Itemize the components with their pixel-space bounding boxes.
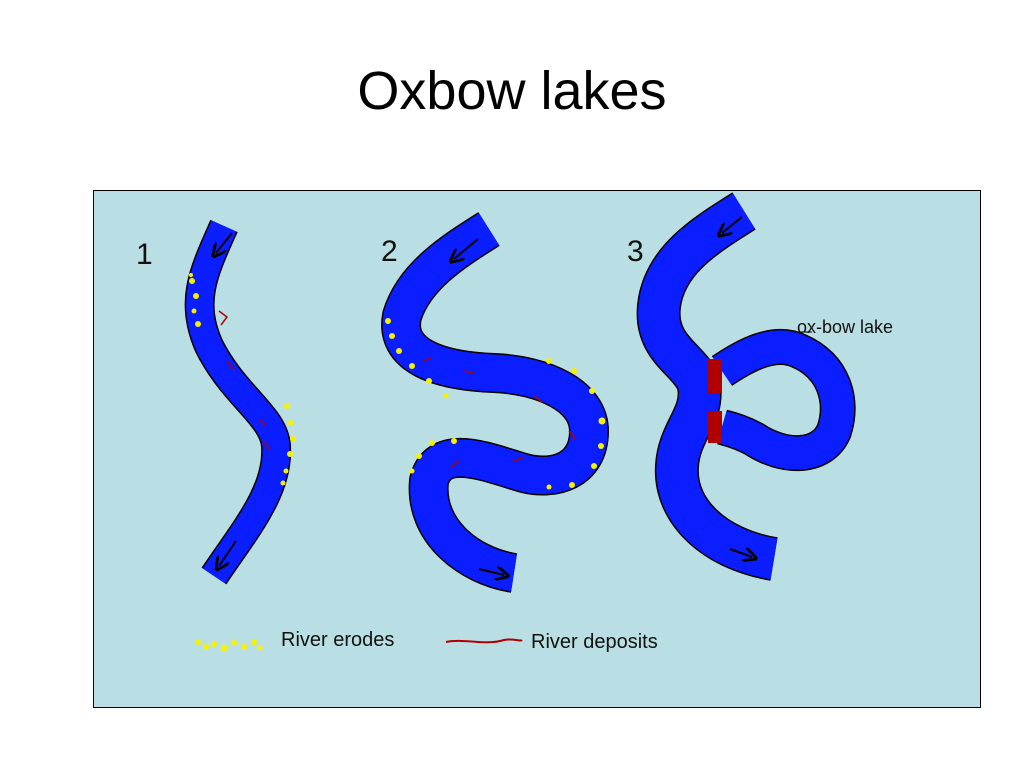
- stage-label-3: 3: [627, 235, 644, 268]
- flow-arrow: [454, 238, 479, 259]
- flow-arrow: [216, 232, 233, 253]
- stage-label-2: 2: [381, 235, 398, 268]
- erosion-deposits-stage-1: [189, 273, 296, 486]
- stage-label-1: 1: [136, 238, 153, 271]
- legend-erode-label: River erodes: [281, 629, 395, 651]
- river-stage-1: [184, 219, 296, 585]
- legend-erode-swatch: [195, 639, 263, 652]
- oxbow-lake-label: ox-bow lake: [797, 317, 894, 337]
- river-stage-2: [381, 212, 610, 593]
- legend-deposit-swatch: [445, 638, 523, 644]
- slide-title: Oxbow lakes: [357, 61, 667, 121]
- legend-deposit-label: River deposits: [531, 631, 658, 653]
- oxbow-diagram: 1 2 3 ox-bow lake River erodes River dep…: [93, 190, 981, 708]
- flow-arrow: [722, 216, 743, 233]
- diagram-canvas: [184, 192, 856, 652]
- erosion-deposits-stage-2: [385, 318, 606, 490]
- flow-arrow: [478, 569, 504, 575]
- flow-arrow: [729, 549, 752, 557]
- deposit-plug: [708, 359, 722, 443]
- flow-arrow: [219, 540, 237, 566]
- river-stage-3: [636, 192, 856, 581]
